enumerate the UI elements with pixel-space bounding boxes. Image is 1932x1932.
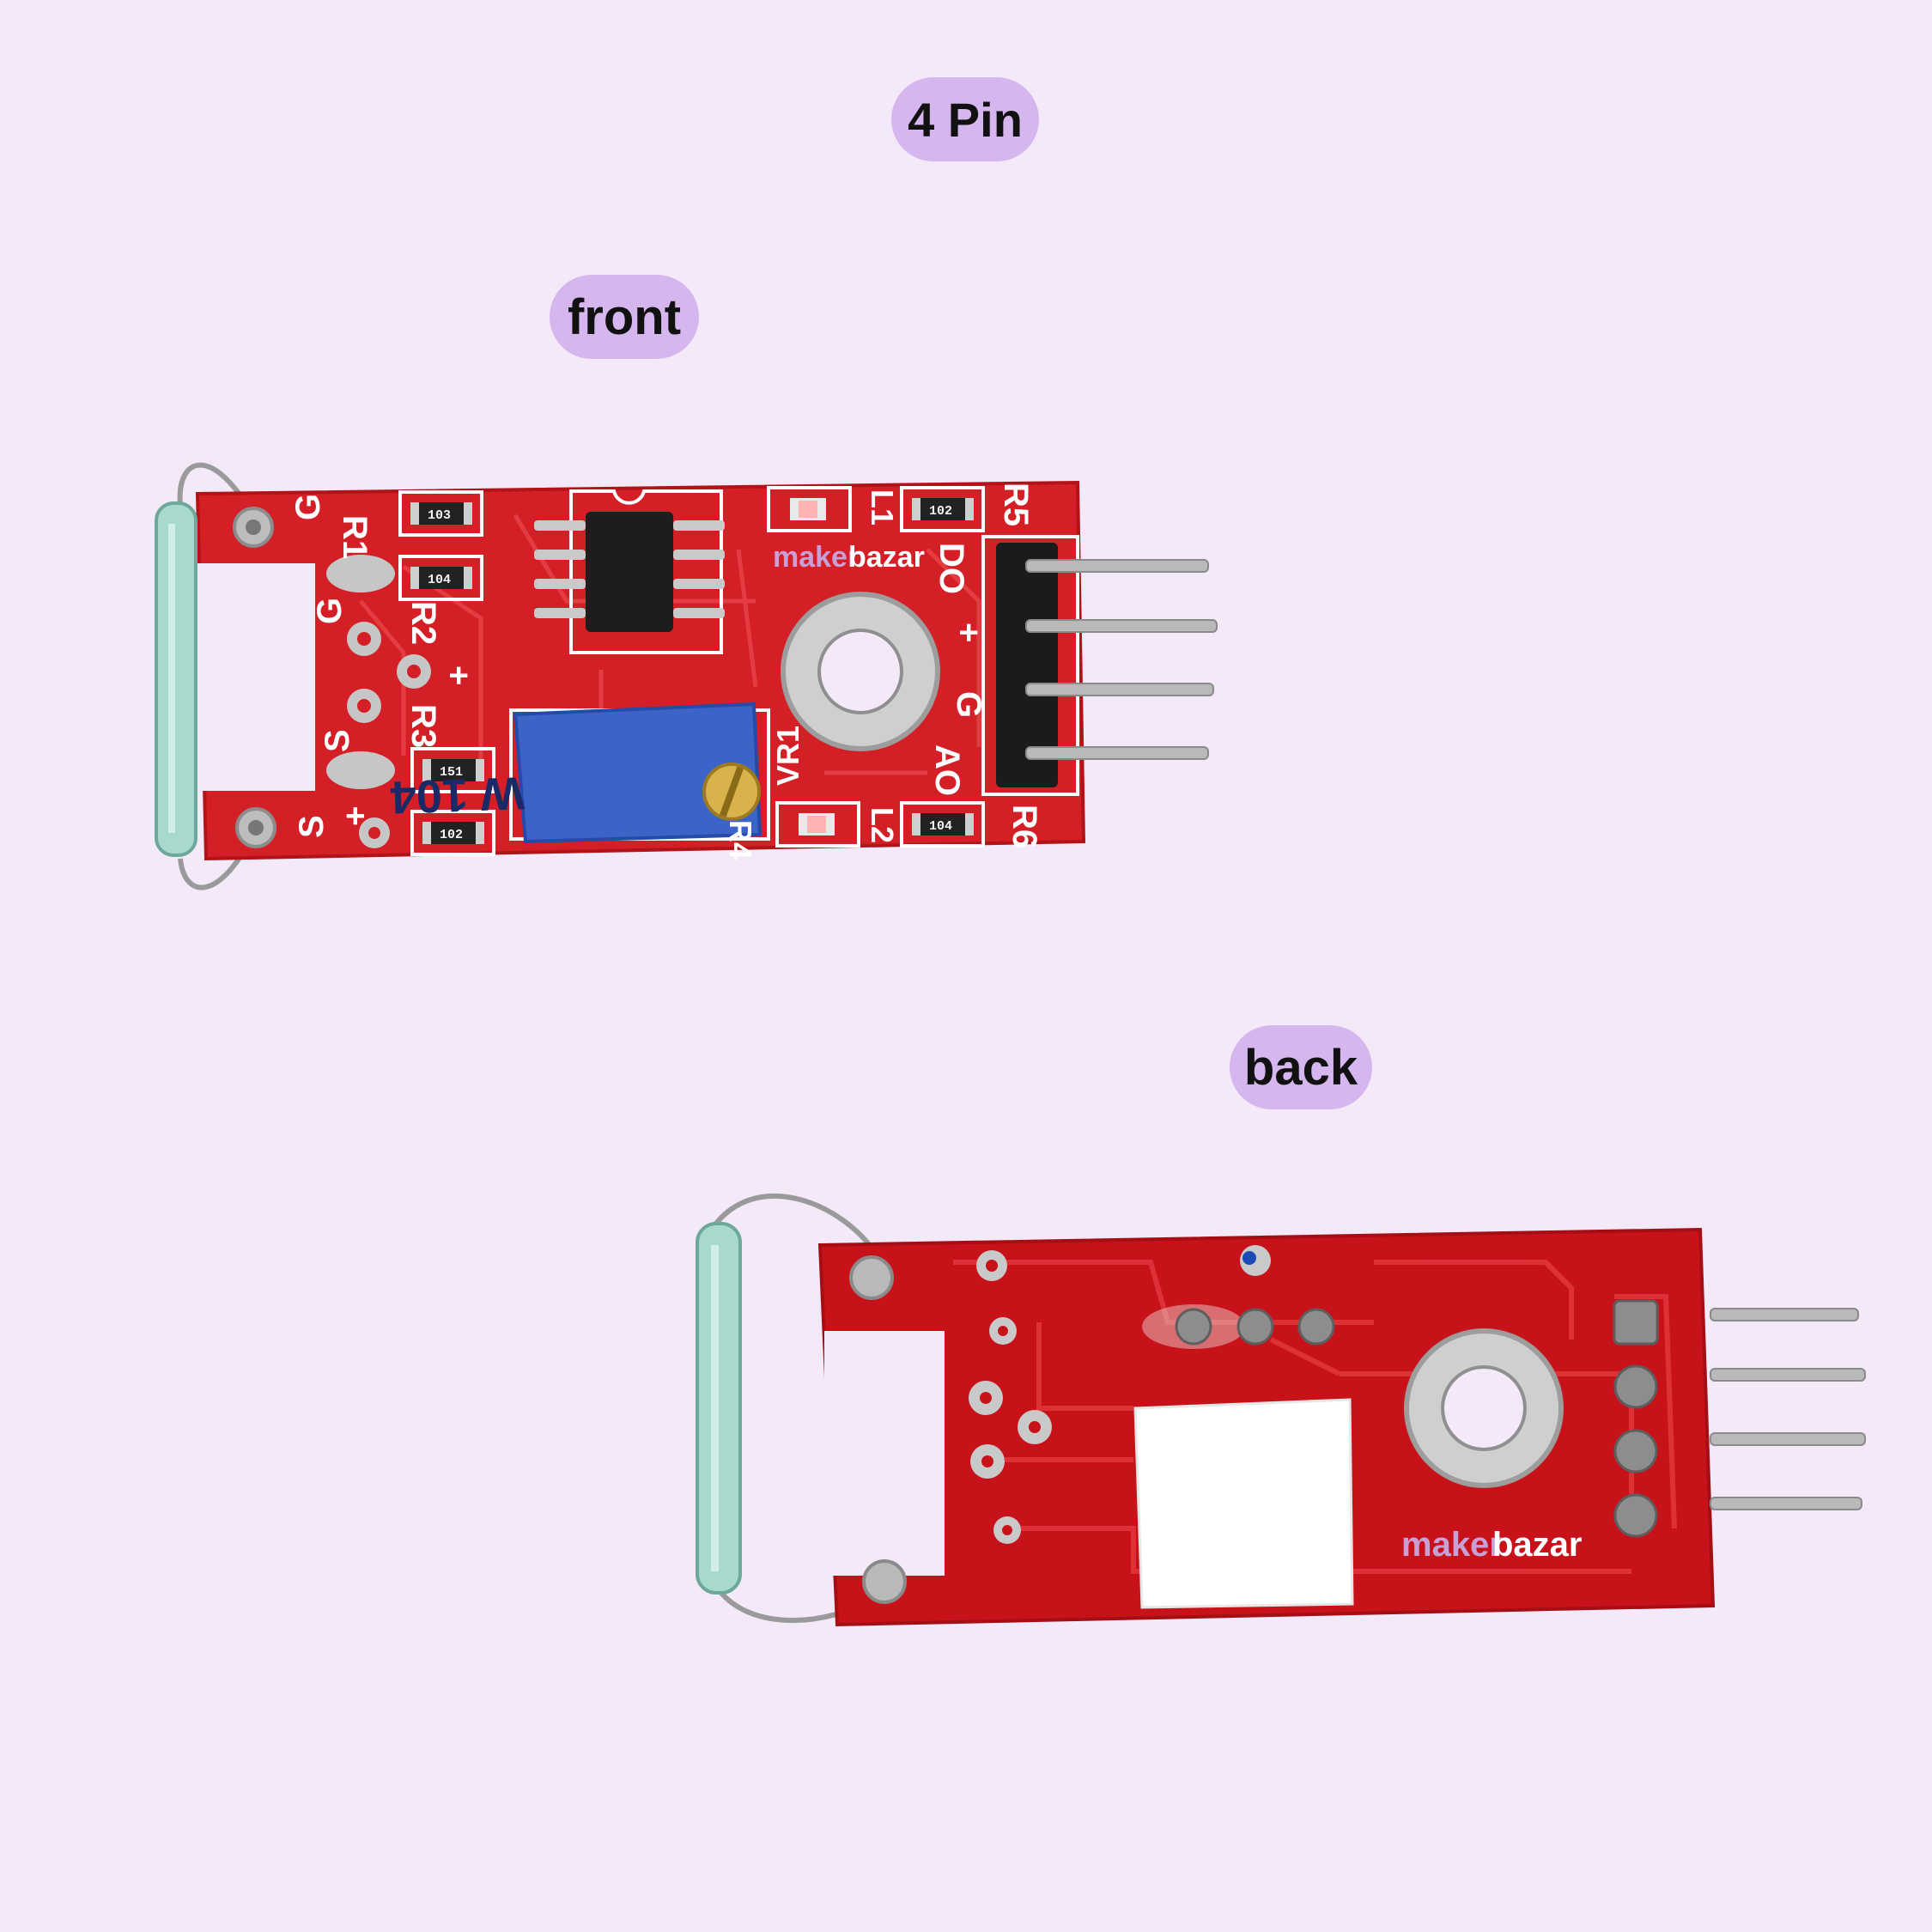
title-label: 4 Pin (891, 77, 1039, 161)
silk-l2: L2 (865, 807, 900, 843)
back-brand-bazar: bazar (1492, 1526, 1583, 1564)
resistor-code-5: 102 (929, 504, 952, 519)
silk-s-mid: S (319, 729, 356, 752)
back-label: back (1230, 1025, 1372, 1109)
resistor-code-6: 104 (929, 819, 952, 834)
potentiometer-label: W 104 (390, 767, 526, 823)
silk-r2: R2 (404, 601, 442, 645)
silk-plus-mid: + (440, 665, 477, 685)
resistor-code-4: 102 (440, 828, 463, 842)
silk-vr1: VR1 (770, 726, 805, 786)
silk-ao: AO (928, 744, 966, 796)
silk-r5: R5 (997, 483, 1035, 526)
silk-r3: R3 (404, 704, 442, 748)
silk-r4: R4 (723, 820, 758, 860)
silk-g-top: G (289, 494, 327, 520)
resistor-code-2: 104 (428, 573, 451, 587)
front-brand-maker: maker (773, 541, 859, 574)
silk-g-header: G (950, 691, 987, 718)
resistor-code-1: 103 (428, 508, 451, 523)
silk-do: DO (933, 543, 970, 594)
silk-r6: R6 (1005, 805, 1043, 848)
silk-g-mid: G (311, 598, 349, 624)
back-board: maker bazar (696, 1194, 1866, 1627)
silk-s-bottom: S (293, 815, 331, 838)
silk-plus-header: + (950, 623, 987, 642)
front-brand-bazar: bazar (848, 541, 925, 574)
silk-plus-bottom: + (337, 806, 374, 826)
back-brand-maker: maker (1401, 1526, 1503, 1564)
silk-l1: L1 (865, 489, 900, 526)
front-label: front (550, 275, 699, 359)
front-board: 103 104 151 102 102 104 W 104 (155, 462, 1218, 890)
silk-r1: R1 (336, 515, 374, 559)
resistor-code-3: 151 (440, 765, 463, 780)
